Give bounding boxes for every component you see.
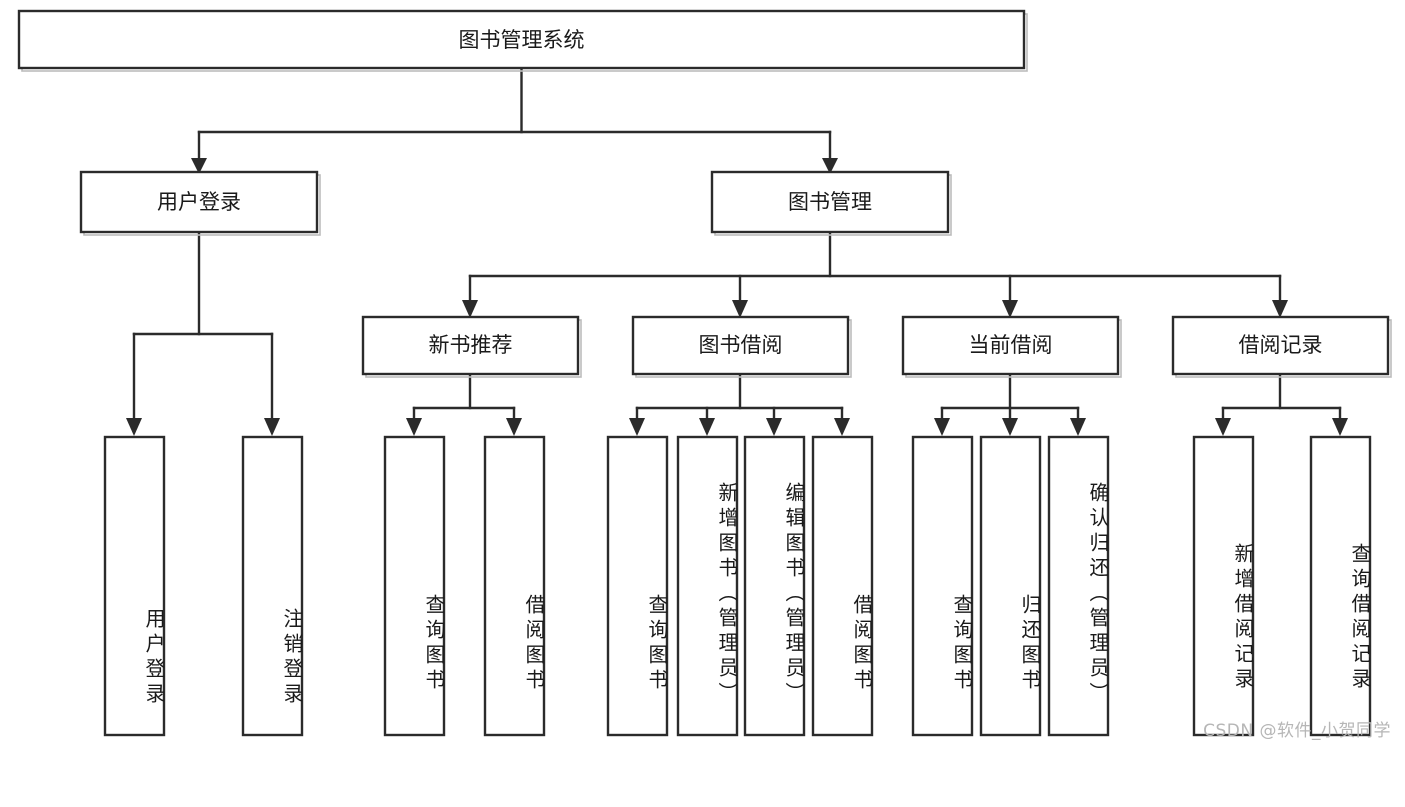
flowchart-svg: 图书管理系统 用户登录 图书管理 新书推荐 图书借阅 当前借阅 xyxy=(17,9,1392,737)
arrow-new-book-leaf-1 xyxy=(406,418,422,436)
arrow-user-login-leaf-1 xyxy=(126,418,142,436)
leaf-label-borrow-record-1: 新增借阅记录 xyxy=(1231,543,1253,693)
leaf-box-current-borrow-3[interactable] xyxy=(1047,435,1110,737)
leaf-box-group xyxy=(103,435,1372,737)
leaf-box-book-borrow-4[interactable] xyxy=(811,435,874,737)
leaf-box-book-borrow-2[interactable] xyxy=(676,435,739,737)
node-new-book-recommend-box xyxy=(361,315,580,376)
node-borrow-record-box xyxy=(1171,315,1390,376)
leaf-label-current-borrow-2: 归还图书 xyxy=(1018,594,1040,694)
edge-group-bookmanage-to-level3 xyxy=(462,230,1288,318)
node-book-management[interactable]: 图书管理 xyxy=(710,170,952,236)
leaf-box-book-borrow-3[interactable] xyxy=(743,435,806,737)
leaf-box-borrow-record-1[interactable] xyxy=(1192,435,1255,737)
edge-group-currentborrow-to-leaves xyxy=(934,373,1086,436)
node-book-management-box xyxy=(710,170,950,234)
node-user-login[interactable]: 用户登录 xyxy=(79,170,321,236)
arrow-to-new-book-recommend xyxy=(462,300,478,318)
leaf-label-new-book-2: 借阅图书 xyxy=(522,594,544,694)
node-book-management-system[interactable]: 图书管理系统 xyxy=(17,9,1028,72)
arrow-current-borrow-leaf-1 xyxy=(934,418,950,436)
leaf-label-book-borrow-2: 新增图书（管理员） xyxy=(715,481,737,707)
arrow-to-book-manage xyxy=(822,158,838,174)
leaf-label-current-borrow-3: 确认归还（管理员） xyxy=(1086,481,1108,707)
arrow-borrow-record-leaf-1 xyxy=(1215,418,1231,436)
arrow-current-borrow-leaf-2 xyxy=(1002,418,1018,436)
arrow-to-current-borrow xyxy=(1002,300,1018,318)
node-root-label: 图书管理系统 xyxy=(459,28,585,52)
arrow-book-borrow-leaf-2 xyxy=(699,418,715,436)
node-new-book-recommend-label: 新书推荐 xyxy=(429,333,513,357)
node-book-borrow[interactable]: 图书借阅 xyxy=(631,315,852,378)
leaf-box-new-book-1[interactable] xyxy=(383,435,446,737)
leaf-label-book-borrow-1: 查询图书 xyxy=(645,594,667,694)
arrow-borrow-record-leaf-2 xyxy=(1332,418,1348,436)
arrow-book-borrow-leaf-4 xyxy=(834,418,850,436)
node-user-login-box xyxy=(79,170,319,234)
edge-group-newbook-to-leaves xyxy=(406,373,522,436)
edge-group-root-to-level2 xyxy=(191,66,838,174)
arrow-to-book-borrow xyxy=(732,300,748,318)
node-borrow-record[interactable]: 借阅记录 xyxy=(1171,315,1392,378)
node-new-book-recommend[interactable]: 新书推荐 xyxy=(361,315,582,378)
node-book-borrow-label: 图书借阅 xyxy=(699,333,783,357)
arrow-book-borrow-leaf-1 xyxy=(629,418,645,436)
leaf-box-current-borrow-2[interactable] xyxy=(979,435,1042,737)
arrow-to-borrow-record xyxy=(1272,300,1288,318)
node-current-borrow-label: 当前借阅 xyxy=(969,333,1053,357)
leaf-label-borrow-record-2: 查询借阅记录 xyxy=(1348,543,1370,693)
node-root-box xyxy=(17,9,1026,70)
leaf-box-user-login-1[interactable] xyxy=(103,435,166,737)
leaf-label-book-borrow-3: 编辑图书（管理员） xyxy=(782,481,804,707)
node-current-borrow-box xyxy=(901,315,1120,376)
edge-group-borrowrecord-to-leaves xyxy=(1215,373,1348,436)
leaf-label-book-borrow-4: 借阅图书 xyxy=(850,594,872,694)
leaf-label-current-borrow-1: 查询图书 xyxy=(950,594,972,694)
leaf-box-borrow-record-2[interactable] xyxy=(1309,435,1372,737)
node-borrow-record-label: 借阅记录 xyxy=(1239,333,1323,357)
edge-group-bookborrow-to-leaves xyxy=(629,373,850,436)
leaf-box-current-borrow-1[interactable] xyxy=(911,435,974,737)
node-book-borrow-box xyxy=(631,315,850,376)
leaf-box-new-book-2[interactable] xyxy=(483,435,546,737)
leaf-box-user-login-2[interactable] xyxy=(241,435,304,737)
leaf-label-new-book-1: 查询图书 xyxy=(422,594,444,694)
arrow-book-borrow-leaf-3 xyxy=(766,418,782,436)
leaf-label-user-login-1: 用户登录 xyxy=(142,608,164,708)
edge-group-userlogin-to-leaves xyxy=(126,230,280,436)
arrow-user-login-leaf-2 xyxy=(264,418,280,436)
arrow-new-book-leaf-2 xyxy=(506,418,522,436)
node-user-login-label: 用户登录 xyxy=(157,190,241,214)
node-current-borrow[interactable]: 当前借阅 xyxy=(901,315,1122,378)
flowchart-canvas: 图书管理系统 用户登录 图书管理 新书推荐 图书借阅 当前借阅 xyxy=(17,9,1392,741)
arrow-to-user-login xyxy=(191,158,207,174)
node-book-management-label: 图书管理 xyxy=(788,190,872,214)
leaf-label-user-login-2: 注销登录 xyxy=(280,608,302,708)
leaf-box-book-borrow-1[interactable] xyxy=(606,435,669,737)
arrow-current-borrow-leaf-3 xyxy=(1070,418,1086,436)
